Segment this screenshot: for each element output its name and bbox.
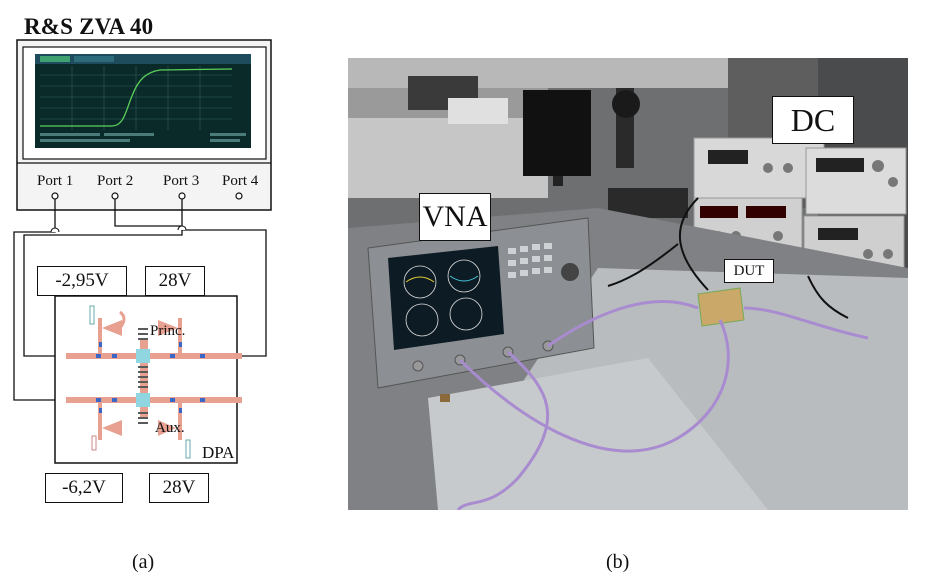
dc-callout: DC bbox=[772, 96, 854, 144]
transistor-aux bbox=[136, 393, 150, 407]
circuit-layout bbox=[66, 305, 242, 459]
instrument-title: R&S ZVA 40 bbox=[24, 14, 154, 39]
bias-gate-main: -2,95V bbox=[37, 266, 127, 296]
port-3-connector bbox=[178, 192, 186, 200]
aux-amp-label: Aux. bbox=[155, 420, 185, 436]
main-amp-label: Princ. bbox=[150, 323, 186, 339]
port-4-label: Port 4 bbox=[222, 173, 259, 189]
port-4-connector bbox=[235, 192, 243, 200]
dut-callout: DUT bbox=[724, 259, 774, 283]
port-1-connector bbox=[51, 192, 59, 200]
setup-schematic bbox=[13, 39, 272, 464]
bias-drain-aux: 28V bbox=[149, 473, 209, 503]
vna-callout: VNA bbox=[419, 193, 491, 241]
caption-b: (b) bbox=[606, 551, 630, 573]
caption-a: (a) bbox=[132, 551, 155, 573]
bias-gate-aux: -6,2V bbox=[45, 473, 123, 503]
port-2-connector bbox=[111, 192, 119, 200]
screen-trace bbox=[40, 68, 233, 127]
bias-drain-main: 28V bbox=[145, 266, 205, 296]
transistor-main bbox=[136, 349, 150, 363]
port-3-label: Port 3 bbox=[163, 173, 200, 189]
dpa-label: DPA bbox=[202, 443, 235, 462]
port-2-label: Port 2 bbox=[97, 173, 134, 189]
port-1-label: Port 1 bbox=[37, 173, 74, 189]
